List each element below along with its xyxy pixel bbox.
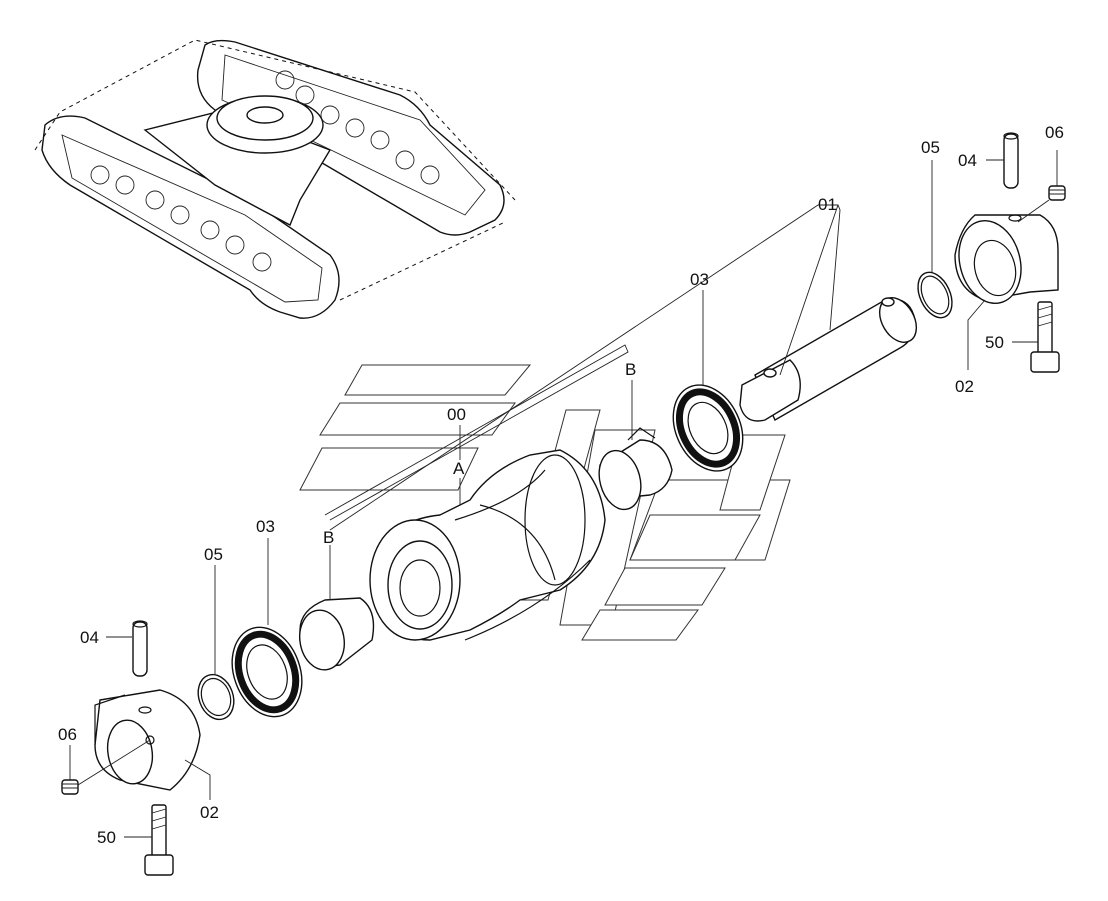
bushing-right xyxy=(598,427,673,511)
label-04-pin-right: 04 xyxy=(958,151,977,170)
bolt-right xyxy=(1030,301,1060,373)
roller-shaft xyxy=(739,297,918,422)
label-02-collar-left: 02 xyxy=(200,803,219,822)
callout-labels: 01 03 B 00 A B 03 05 04 06 50 02 05 04 0… xyxy=(58,123,1064,847)
end-collar-left xyxy=(94,689,201,791)
label-04-pin-left: 04 xyxy=(80,628,99,647)
label-50-bolt-right: 50 xyxy=(985,333,1004,352)
label-06-plug-left: 06 xyxy=(58,725,77,744)
label-06-plug-right: 06 xyxy=(1045,123,1064,142)
plug-left xyxy=(61,779,79,795)
label-a-collar: A xyxy=(453,459,465,478)
label-03-seal-left: 03 xyxy=(256,517,275,536)
label-b-bushing-right: B xyxy=(625,360,636,379)
label-03-seal-right: 03 xyxy=(690,270,709,289)
o-ring-right xyxy=(917,271,953,319)
label-02-collar-right: 02 xyxy=(955,377,974,396)
label-b-bushing-left: B xyxy=(323,528,334,547)
label-50-bolt-left: 50 xyxy=(97,828,116,847)
end-collar-right xyxy=(954,214,1059,305)
bushing-left xyxy=(299,597,375,671)
pin-right xyxy=(1003,132,1019,189)
label-00-roller: 00 xyxy=(447,405,466,424)
track-roller-body xyxy=(369,449,606,641)
undercarriage-overview-illustration xyxy=(34,39,516,319)
label-01-assembly: 01 xyxy=(818,195,837,214)
o-ring-left xyxy=(197,673,235,721)
label-05-oring-left: 05 xyxy=(204,545,223,564)
bolt-left xyxy=(144,804,174,876)
pin-left xyxy=(132,620,148,677)
floating-seal-right xyxy=(672,384,744,472)
plug-right xyxy=(1048,185,1066,201)
floating-seal-left xyxy=(231,626,303,718)
leader-lines xyxy=(69,150,1058,838)
label-05-oring-right: 05 xyxy=(921,138,940,157)
